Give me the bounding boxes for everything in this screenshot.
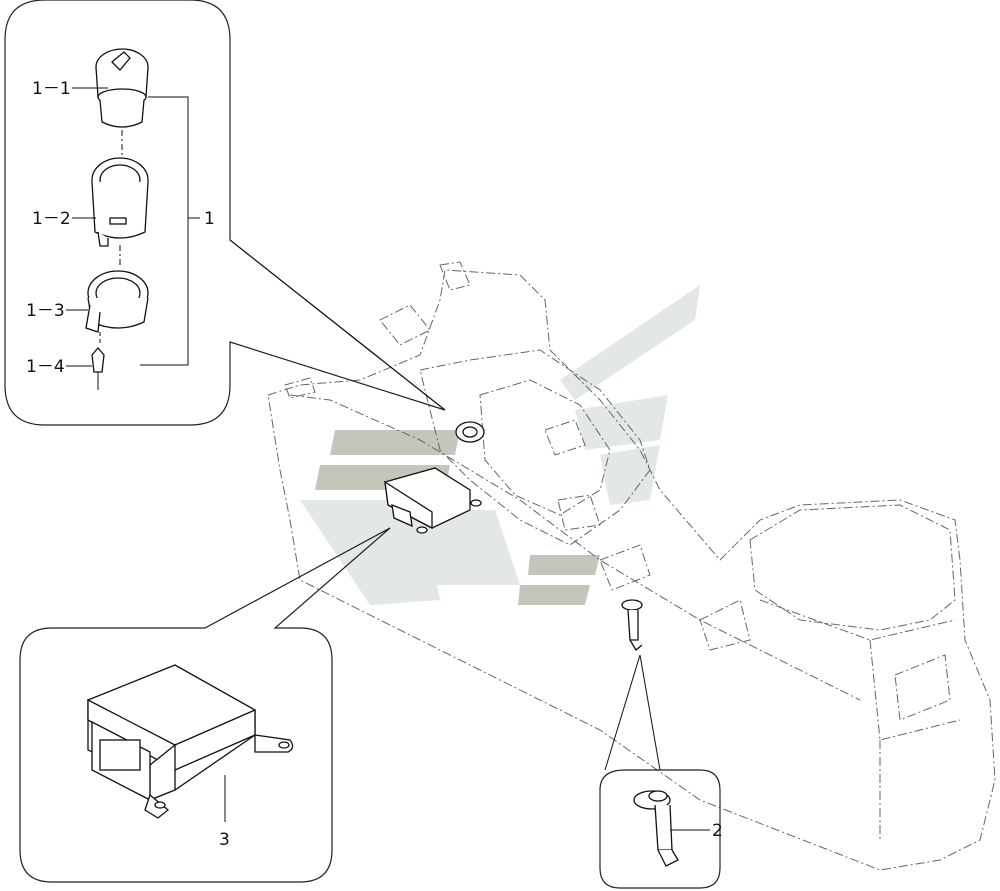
label-1-4: 1－4: [26, 357, 65, 377]
lighter-knob-1-1: [95, 48, 149, 160]
callout-box-part-2: [599, 769, 721, 889]
airbag-control-unit-installed: [384, 467, 482, 534]
label-1: 1: [204, 209, 215, 229]
callout-box-part-3: [19, 527, 391, 883]
callout-box-part-1: [4, 0, 446, 426]
label-1-2: 1－2: [32, 209, 71, 229]
airbag-control-unit-3: [87, 664, 294, 822]
lighter-socket-1-2: [91, 157, 149, 268]
label-3: 3: [219, 830, 230, 850]
connector-2: [633, 790, 710, 867]
label-1-3: 1－3: [26, 301, 65, 321]
lighter-retainer-1-3: [85, 270, 149, 345]
label-2: 2: [712, 821, 723, 841]
connector-2-installed: [621, 599, 643, 651]
bracket-group-1: [140, 96, 189, 366]
watermark-logo: [300, 285, 700, 605]
label-1-1: 1－1: [32, 79, 71, 99]
center-console-outline: [267, 261, 996, 871]
lighter-bulb-1-4: [91, 347, 105, 390]
callout-pointer-line: [229, 239, 446, 411]
